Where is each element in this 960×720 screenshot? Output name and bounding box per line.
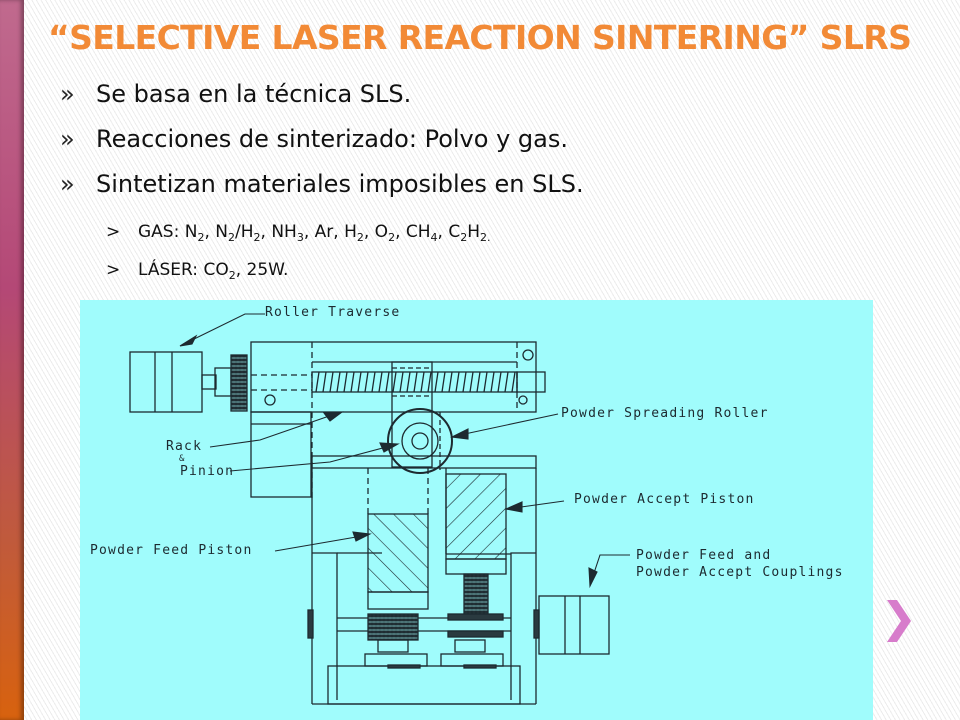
screw-thread <box>476 371 481 393</box>
slrs-apparatus-diagram: Roller Traverse Rack & Pinion Powder Spr… <box>80 300 873 720</box>
sub-bullet-marker: > <box>106 260 121 280</box>
screw-thread <box>511 371 516 393</box>
screw-thread <box>329 371 334 393</box>
bullet-item: » Sintetizan materiales imposibles en SL… <box>60 170 584 215</box>
label-powder-spreading-roller: Powder Spreading Roller <box>561 406 769 421</box>
screw-thread <box>448 371 453 393</box>
gas-formula: O2 <box>374 222 396 244</box>
slide-title: “SELECTIVE LASER REACTION SINTERING” SLR… <box>48 18 912 57</box>
bullet-text: Se basa en la técnica SLS. <box>96 80 412 108</box>
label-roller-traverse: Roller Traverse <box>265 305 401 320</box>
screw-thread <box>371 371 376 393</box>
bullet-item: » Reacciones de sinterizado: Polvo y gas… <box>60 125 584 170</box>
gas-formula: NH3 <box>271 222 304 244</box>
screw-thread <box>392 371 397 393</box>
gas-formula: N2 <box>184 222 205 244</box>
coupling-shaft <box>307 609 540 705</box>
bullet-text: Sintetizan materiales imposibles en SLS. <box>96 170 584 198</box>
sub-bullet-list: > GAS: N2, N2/H2, NH3, Ar, H2, O2, CH4, … <box>106 222 491 298</box>
screw-thread <box>441 371 446 393</box>
lower-frame <box>250 411 537 705</box>
leader-lines <box>179 313 630 589</box>
diagram-drawing <box>129 313 630 705</box>
gas-formula: H2 <box>344 222 364 244</box>
bullet-marker: » <box>60 125 75 153</box>
screw-thread <box>497 371 502 393</box>
laser-label: LÁSER: <box>138 260 199 280</box>
screw-thread <box>343 371 348 393</box>
chevron-right-icon <box>887 600 911 642</box>
laser-power: 25W. <box>246 260 289 280</box>
gas-label: GAS: <box>138 222 180 242</box>
carriage-block <box>391 361 433 468</box>
powder-feed-piston <box>367 468 429 610</box>
screw-thread <box>413 371 418 393</box>
label-pinion: Pinion <box>180 464 235 479</box>
powder-accept-piston <box>445 473 507 617</box>
gas-formula: CH4 <box>405 222 438 244</box>
label-powder-accept-piston: Powder Accept Piston <box>574 492 755 507</box>
screw-thread <box>399 371 404 393</box>
screw-thread <box>406 371 411 393</box>
screw-thread <box>364 371 369 393</box>
label-couplings-line2: Powder Accept Couplings <box>636 565 844 580</box>
screw-thread <box>336 371 341 393</box>
gas-formula: Ar <box>314 222 334 242</box>
label-couplings-line1: Powder Feed and <box>636 548 772 563</box>
lead-screw <box>311 371 518 393</box>
screw-thread <box>483 371 488 393</box>
bullet-marker: » <box>60 80 75 108</box>
screw-thread <box>350 371 355 393</box>
screw-thread <box>322 371 327 393</box>
bullet-text: Reacciones de sinterizado: Polvo y gas. <box>96 125 568 153</box>
screw-thread <box>385 371 390 393</box>
label-rack: Rack <box>166 439 203 454</box>
bullet-item: » Se basa en la técnica SLS. <box>60 80 584 125</box>
gas-formula: C2H2. <box>448 222 491 244</box>
screw-thread <box>455 371 460 393</box>
screw-thread <box>378 371 383 393</box>
gas-formula: N2/H2 <box>215 222 261 244</box>
label-ampersand: & <box>179 454 186 464</box>
laser-gas: CO2 <box>203 260 236 282</box>
decorative-sidebar <box>0 0 24 720</box>
sub-bullet-laser: > LÁSER: CO2, 25W. <box>106 260 289 282</box>
screw-thread <box>434 371 439 393</box>
roller-traverse-motor <box>129 351 248 413</box>
screw-thread <box>462 371 467 393</box>
next-slide-button[interactable] <box>885 598 915 644</box>
label-powder-feed-piston: Powder Feed Piston <box>90 543 253 558</box>
sub-bullet-marker: > <box>106 222 121 242</box>
bullet-marker: » <box>60 170 75 198</box>
bullet-list: » Se basa en la técnica SLS. » Reaccione… <box>60 80 584 215</box>
screw-thread <box>504 371 509 393</box>
screw-thread <box>469 371 474 393</box>
coupling-motor <box>538 595 610 655</box>
powder-spreading-roller <box>387 408 453 474</box>
screw-thread <box>357 371 362 393</box>
screw-thread <box>420 371 425 393</box>
gas-list: N2, N2/H2, NH3, Ar, H2, O2, CH4, C2H2. <box>184 222 491 244</box>
screw-thread <box>427 371 432 393</box>
screw-thread <box>315 371 320 393</box>
screw-thread <box>490 371 495 393</box>
sub-bullet-gas: > GAS: N2, N2/H2, NH3, Ar, H2, O2, CH4, … <box>106 222 491 260</box>
